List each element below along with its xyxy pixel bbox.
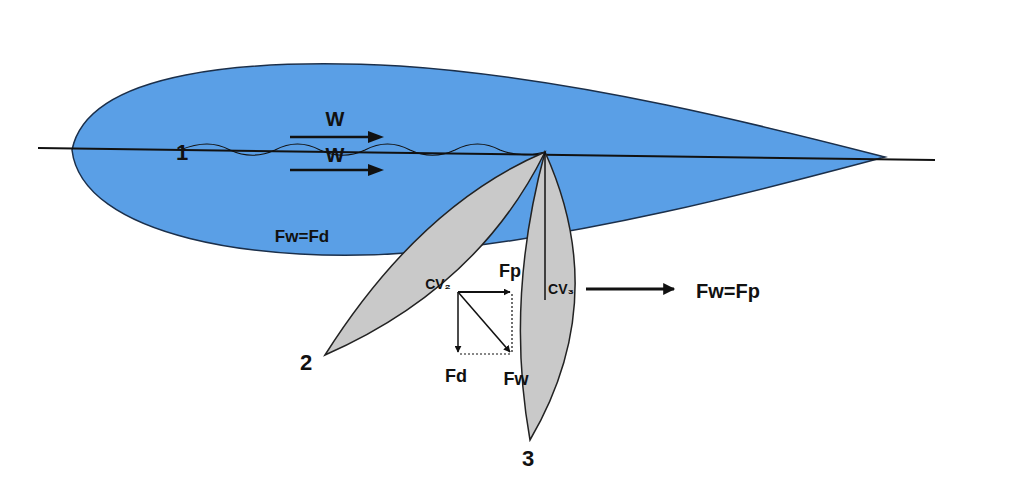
- force-label: Fp: [499, 262, 521, 280]
- callout-number: 3: [522, 448, 534, 470]
- velocity-label: W: [326, 145, 345, 165]
- control-volume-label: CV₃: [548, 282, 574, 296]
- force-arrow: [586, 288, 674, 291]
- dotted-line: [511, 294, 512, 353]
- control-volume: CV₂: [318, 146, 552, 362]
- fw-vector: [458, 292, 510, 352]
- control-volume-outline: [318, 146, 552, 362]
- callout-number: 2: [300, 352, 312, 374]
- force-label: Fw: [504, 370, 529, 388]
- force-label: Fd: [445, 367, 467, 385]
- stroke-line: [290, 169, 372, 172]
- control-volume: CV₃: [500, 146, 592, 446]
- fp-vector: [458, 291, 510, 293]
- velocity-label: W: [326, 109, 345, 129]
- force-equation: Fw=Fp: [696, 281, 760, 301]
- stroke-line: [38, 148, 935, 160]
- control-volume-outline: [500, 146, 592, 446]
- stroke-line: [180, 144, 545, 155]
- control-volume-shape: [325, 152, 545, 355]
- dotted-line: [460, 353, 510, 354]
- stroke-line: [290, 136, 372, 139]
- control-volume-shape: [520, 152, 575, 440]
- region-number: 1: [176, 142, 188, 164]
- control-volume-label: CV₂: [425, 277, 451, 291]
- force-equation: Fw=Fd: [275, 228, 329, 245]
- fd-vector: [457, 292, 459, 352]
- arrow-head: [368, 164, 384, 176]
- arrow-head: [368, 131, 384, 143]
- stroke-line: [544, 152, 546, 300]
